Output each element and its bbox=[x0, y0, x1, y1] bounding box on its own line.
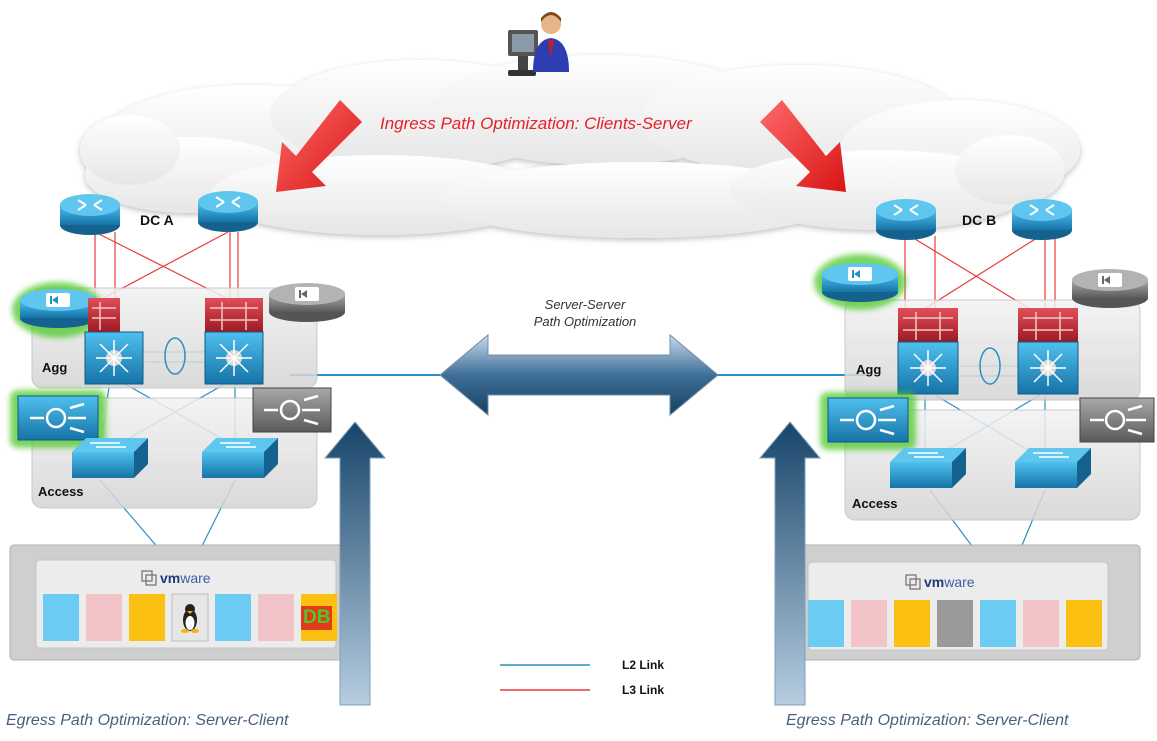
vmware-brand-bold: vm bbox=[160, 570, 181, 586]
dc-b-agg-panel bbox=[844, 299, 1141, 401]
vmware-brand-rest: ware bbox=[944, 574, 975, 590]
vmware-brand-rest: ware bbox=[180, 570, 211, 586]
router-icon bbox=[876, 199, 936, 240]
access-switch-icon bbox=[890, 448, 966, 488]
server-server-label: Server-Server Path Optimization bbox=[500, 296, 670, 330]
dc-b-access-label: Access bbox=[852, 496, 898, 511]
ingress-label: Ingress Path Optimization: Clients-Serve… bbox=[380, 114, 692, 133]
nexus-switch-icon bbox=[897, 341, 959, 395]
dc-a-access-label: Access bbox=[38, 484, 84, 499]
server-server-label-line2: Path Optimization bbox=[533, 314, 637, 329]
vmware-brand-dc-a: vmware bbox=[160, 570, 211, 586]
firewall-icon bbox=[205, 298, 263, 332]
egress-up-arrow-left bbox=[323, 421, 387, 706]
load-balancer-icon-standby bbox=[252, 387, 332, 433]
dc-a-label: DC A bbox=[140, 212, 174, 228]
egress-right-label: Egress Path Optimization: Server-Client bbox=[786, 712, 1069, 729]
load-balancer-icon-standby bbox=[1079, 397, 1155, 443]
ingress-arrow-right bbox=[760, 100, 846, 192]
firewall-icon bbox=[88, 298, 120, 332]
vmware-brand-dc-b: vmware bbox=[924, 574, 975, 590]
access-switch-icon bbox=[1015, 448, 1091, 488]
service-module-icon-active bbox=[12, 282, 104, 338]
firewall-icon bbox=[898, 308, 958, 342]
vmware-logo-icon bbox=[141, 570, 157, 586]
nexus-switch-icon bbox=[1017, 341, 1079, 395]
wan-cloud bbox=[80, 55, 1080, 238]
server-server-double-arrow bbox=[439, 333, 719, 417]
vmware-brand-bold: vm bbox=[924, 574, 945, 590]
port-channel-ring bbox=[979, 347, 1001, 385]
router-icon bbox=[198, 191, 258, 232]
router-icon bbox=[1012, 199, 1072, 240]
service-module-icon-active bbox=[814, 254, 906, 310]
server-server-label-line1: Server-Server bbox=[544, 297, 626, 312]
nexus-switch-icon bbox=[84, 331, 144, 385]
service-module-icon-standby bbox=[1072, 269, 1148, 308]
load-balancer-icon-active bbox=[10, 390, 106, 448]
port-channel-ring bbox=[164, 337, 186, 375]
firewall-icon bbox=[1018, 308, 1078, 342]
linux-penguin-icon bbox=[181, 604, 199, 633]
db-tile-label: DB bbox=[301, 606, 333, 630]
dc-b-access-panel bbox=[844, 409, 1141, 521]
legend-l2-label: L2 Link bbox=[622, 658, 665, 672]
egress-up-arrow-right bbox=[758, 421, 822, 706]
legend-l3-label: L3 Link bbox=[622, 683, 665, 697]
dc-b-label: DC B bbox=[962, 212, 997, 228]
ingress-arrow-left bbox=[276, 100, 362, 192]
nexus-switch-icon bbox=[204, 331, 264, 385]
dc-b-agg-label: Agg bbox=[856, 362, 882, 377]
service-module-icon-standby bbox=[269, 283, 345, 322]
vm-tiles-dc-b bbox=[808, 600, 1102, 647]
egress-left-label: Egress Path Optimization: Server-Client bbox=[6, 712, 289, 729]
dc-a-agg-label: Agg bbox=[42, 360, 68, 375]
vmware-logo-icon bbox=[905, 574, 921, 590]
access-switch-icon bbox=[202, 438, 278, 478]
load-balancer-icon-active bbox=[820, 392, 916, 450]
router-icon bbox=[60, 194, 120, 235]
user-at-computer-icon bbox=[508, 12, 569, 76]
access-switch-icon bbox=[72, 438, 148, 478]
